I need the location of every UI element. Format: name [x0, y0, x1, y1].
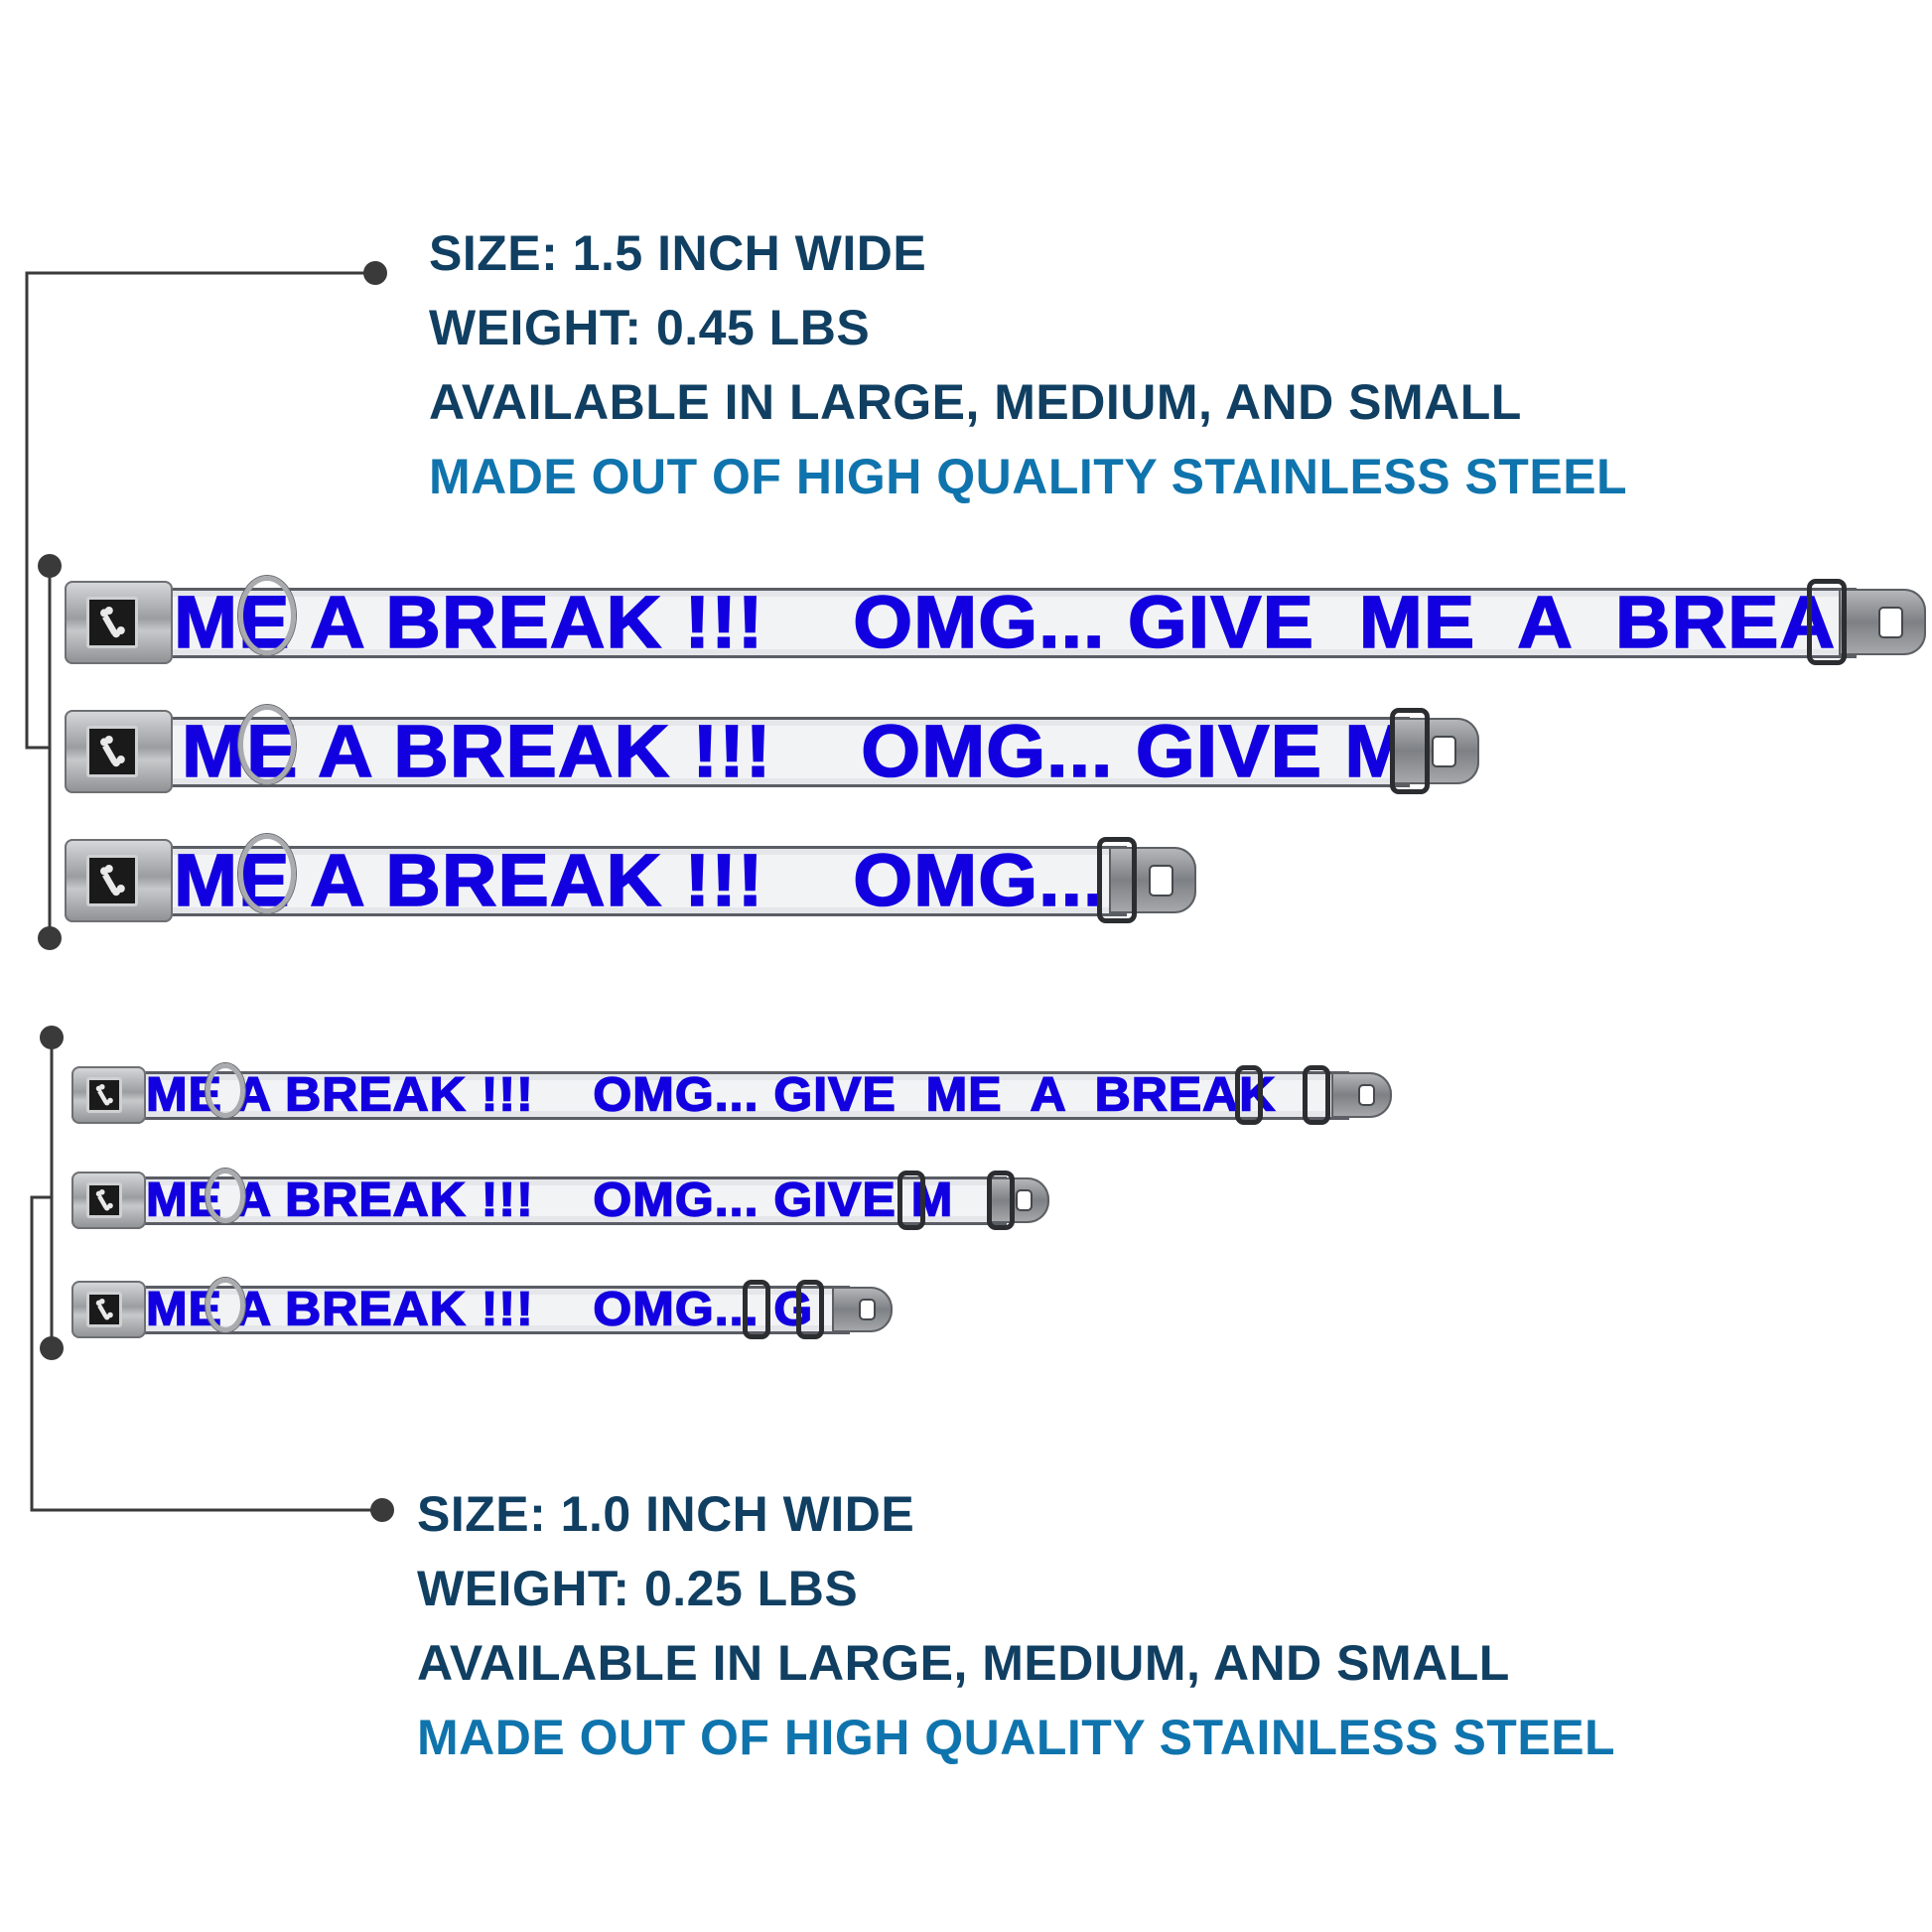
adjuster-slider	[743, 1280, 770, 1339]
collar-strap: ME A BREAK !!! OMG...	[153, 846, 1127, 916]
collar-2: ME A BREAK !!! OMG... GIVE M	[65, 705, 1509, 803]
adjuster-slider	[897, 1171, 925, 1230]
large-material-spec: MADE OUT OF HIGH QUALITY STAINLESS STEEL	[429, 449, 1628, 504]
dog-bone-icon	[93, 1189, 115, 1211]
collar-3: ME A BREAK !!! OMG...	[65, 834, 1226, 932]
collar-print-text: ME A BREAK !!! OMG... GIVE M	[181, 717, 1410, 787]
collar-4: ME A BREAK !!! OMG... GIVE ME A BREAK	[71, 1063, 1422, 1134]
buckle-face	[86, 1077, 122, 1113]
adjuster-slider	[1390, 708, 1430, 794]
dog-bone-icon	[93, 1084, 115, 1106]
collar-print-text: ME A BREAK !!! OMG... GIVE ME A BREAK	[145, 1071, 1277, 1120]
collar-strap: ME A BREAK !!! OMG... GIVE M	[153, 717, 1410, 787]
collar-tongue-tip	[1839, 589, 1926, 655]
tongue-slot	[1149, 865, 1173, 897]
collar-print-text: ME A BREAK !!! OMG... GIVE ME A BREAK !	[173, 588, 1857, 658]
adjuster-slider	[796, 1280, 824, 1339]
seatbelt-buckle	[65, 581, 173, 664]
collar-tongue-tip	[1331, 1072, 1392, 1118]
seatbelt-buckle	[71, 1281, 146, 1338]
collar-print-text: ME A BREAK !!! OMG...	[173, 846, 1106, 916]
dog-bone-icon	[96, 865, 128, 897]
collar-strap: ME A BREAK !!! OMG... GIVE ME A BREAK !	[153, 588, 1857, 658]
collar-tongue-tip	[1392, 718, 1479, 784]
collar-6: ME A BREAK !!! OMG... G	[71, 1278, 922, 1348]
buckle-face	[86, 1292, 122, 1327]
connector-dot	[38, 554, 62, 578]
seatbelt-buckle	[71, 1172, 146, 1229]
small-weight-spec: WEIGHT: 0.25 LBS	[417, 1561, 859, 1616]
large-size-spec: SIZE: 1.5 INCH WIDE	[429, 225, 927, 281]
adjuster-slider	[1235, 1065, 1263, 1125]
tongue-slot	[1432, 736, 1456, 767]
small-size-spec: SIZE: 1.0 INCH WIDE	[417, 1486, 915, 1542]
connector-dot	[40, 1026, 64, 1049]
collar-1: ME A BREAK !!! OMG... GIVE ME A BREAK !	[65, 576, 1932, 674]
seatbelt-buckle	[65, 710, 173, 793]
large-collar-specs: SIZE: 1.5 INCH WIDE WEIGHT: 0.45 LBS AVA…	[429, 216, 1627, 514]
large-availability-spec: AVAILABLE IN LARGE, MEDIUM, AND SMALL	[429, 374, 1522, 430]
connector-dot	[38, 926, 62, 950]
dog-bone-icon	[93, 1299, 115, 1320]
connector-dot	[363, 261, 387, 285]
dog-bone-icon	[96, 607, 128, 638]
collar-tongue-tip	[989, 1177, 1049, 1223]
dog-bone-icon	[96, 736, 128, 767]
small-material-spec: MADE OUT OF HIGH QUALITY STAINLESS STEEL	[417, 1710, 1616, 1765]
tongue-slot	[1358, 1084, 1375, 1106]
d-ring	[206, 1278, 245, 1332]
collar-strap: ME A BREAK !!! OMG... G	[126, 1286, 850, 1334]
buckle-face	[86, 1182, 122, 1218]
buckle-face	[86, 597, 138, 648]
collar-tongue-tip	[1109, 847, 1196, 913]
collar-5: ME A BREAK !!! OMG... GIVE M	[71, 1169, 1079, 1239]
large-weight-spec: WEIGHT: 0.45 LBS	[429, 300, 871, 355]
collar-tongue-tip	[832, 1287, 893, 1332]
d-ring	[206, 1063, 245, 1118]
adjuster-slider	[1303, 1065, 1330, 1125]
d-ring	[238, 576, 296, 655]
tongue-slot	[859, 1299, 876, 1320]
buckle-face	[86, 726, 138, 777]
connector-dot	[370, 1498, 394, 1522]
adjuster-slider	[1807, 579, 1847, 665]
d-ring	[238, 834, 296, 913]
buckle-face	[86, 855, 138, 906]
adjuster-slider	[987, 1171, 1015, 1230]
small-availability-spec: AVAILABLE IN LARGE, MEDIUM, AND SMALL	[417, 1635, 1510, 1691]
small-collar-specs: SIZE: 1.0 INCH WIDE WEIGHT: 0.25 LBS AVA…	[417, 1477, 1615, 1775]
collar-strap: ME A BREAK !!! OMG... GIVE ME A BREAK	[126, 1071, 1349, 1120]
collar-print-text: ME A BREAK !!! OMG... GIVE M	[145, 1176, 954, 1225]
seatbelt-buckle	[65, 839, 173, 922]
tongue-slot	[1878, 607, 1903, 638]
d-ring	[206, 1169, 245, 1223]
tongue-slot	[1016, 1189, 1033, 1211]
collar-print-text: ME A BREAK !!! OMG... G	[145, 1286, 814, 1334]
connector-dot	[40, 1336, 64, 1360]
adjuster-slider	[1097, 837, 1137, 923]
d-ring	[238, 705, 296, 784]
seatbelt-buckle	[71, 1066, 146, 1124]
collar-strap: ME A BREAK !!! OMG... GIVE M	[126, 1176, 1007, 1225]
